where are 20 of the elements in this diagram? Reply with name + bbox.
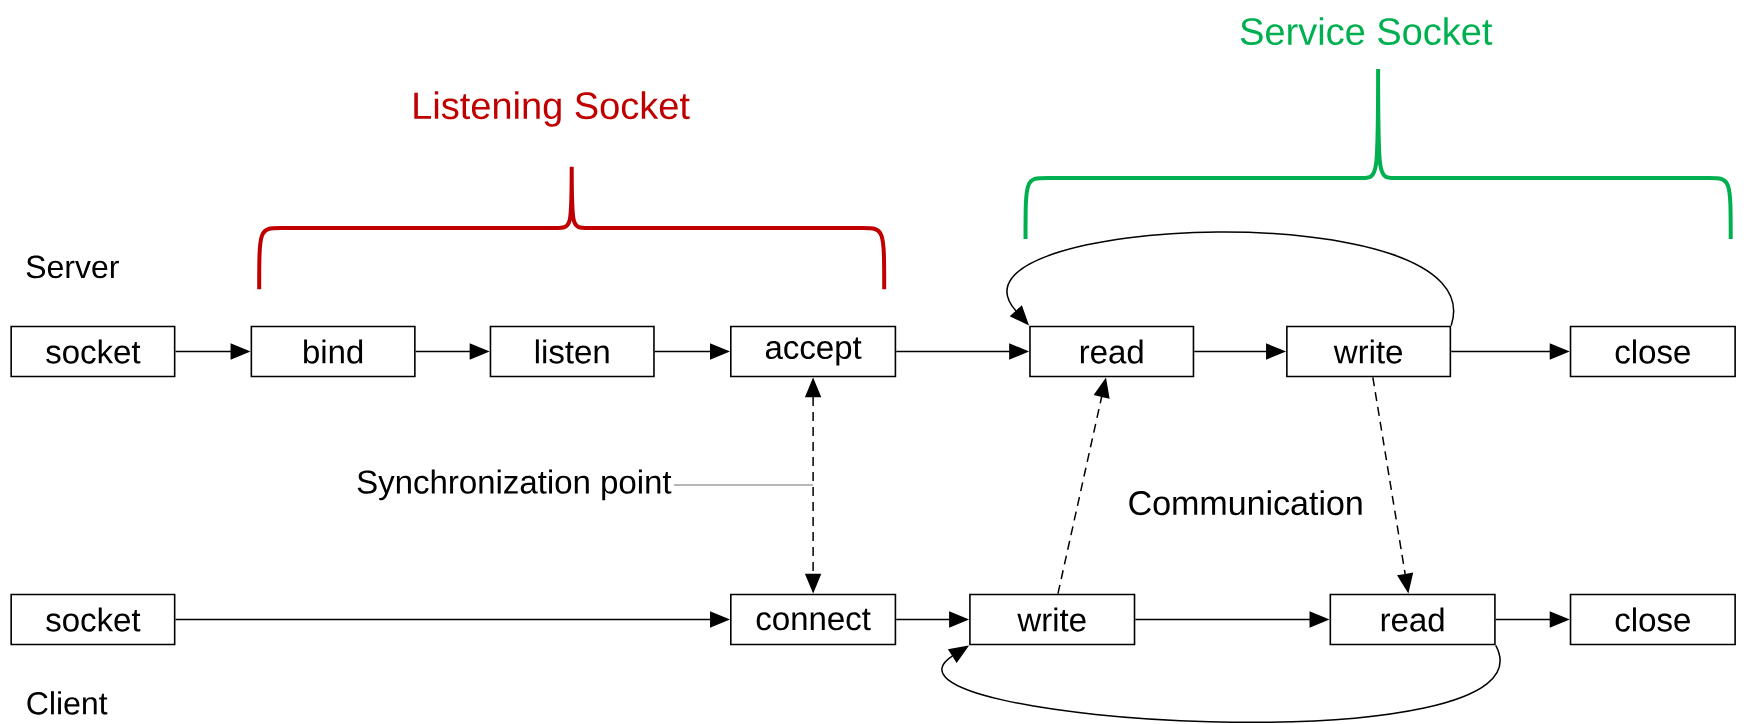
process-box: listen xyxy=(489,325,655,378)
annotation-text: Synchronization point xyxy=(357,469,672,501)
group-label: Service Socket xyxy=(1240,17,1493,46)
process-box: read xyxy=(1329,593,1496,646)
process-box: write xyxy=(969,593,1136,646)
process-box: close xyxy=(1569,325,1736,378)
leader-line xyxy=(673,484,814,486)
text-label: Client xyxy=(27,691,108,715)
process-box: read xyxy=(1029,325,1195,378)
process-box: accept xyxy=(730,325,897,378)
process-box: write xyxy=(1286,325,1452,378)
arrow xyxy=(1006,231,1452,327)
group-label: Listening Socket xyxy=(414,91,690,127)
text-label: Communication xyxy=(1129,490,1362,516)
process-box: socket xyxy=(10,325,176,378)
process-box: bind xyxy=(250,325,416,378)
process-box: close xyxy=(1569,593,1736,646)
process-box: connect xyxy=(730,593,897,646)
process-box: socket xyxy=(10,593,176,646)
text-label: Server xyxy=(26,255,119,279)
